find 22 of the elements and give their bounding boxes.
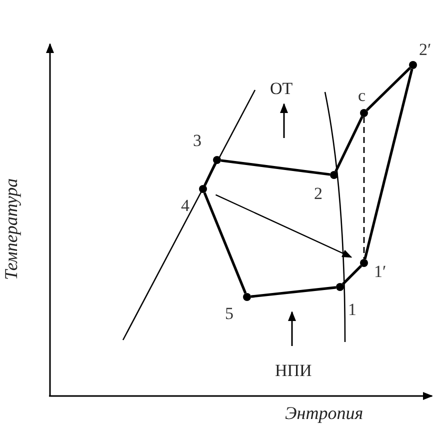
point-label: c bbox=[358, 87, 366, 104]
axis-title: Энтропия bbox=[285, 404, 364, 422]
point-label: 1′ bbox=[374, 263, 386, 280]
point-label: 4 bbox=[181, 197, 190, 214]
cycle-line bbox=[363, 117, 365, 259]
point-label: 2′ bbox=[419, 41, 432, 58]
cycle-line bbox=[250, 286, 336, 298]
point-label: 3 bbox=[193, 132, 202, 149]
cycle-line bbox=[204, 163, 216, 186]
axis-title: Температура bbox=[2, 178, 20, 280]
cycle-line bbox=[220, 159, 330, 176]
heat-label: ОТ bbox=[270, 80, 293, 97]
cycle-line bbox=[334, 116, 364, 172]
point-label: 5 bbox=[225, 305, 234, 322]
cycle-line bbox=[366, 66, 412, 112]
arrow bbox=[215, 194, 352, 258]
cycle-line bbox=[342, 264, 362, 286]
heat-label: НПИ bbox=[275, 362, 312, 379]
cycle-line bbox=[364, 68, 414, 260]
point-label: 1 bbox=[348, 301, 356, 318]
cycle-line bbox=[203, 192, 247, 294]
point-label: 2 bbox=[314, 185, 322, 202]
